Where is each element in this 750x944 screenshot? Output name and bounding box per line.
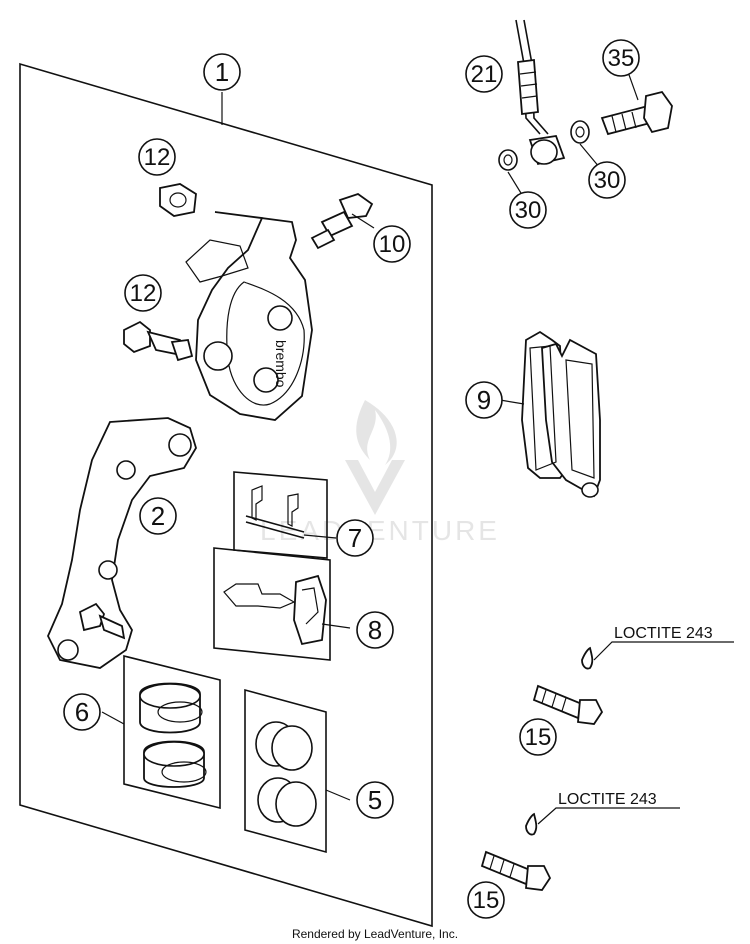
- bleed-screw: [310, 193, 375, 250]
- brake-caliper-kit-outline: [19, 62, 433, 928]
- callout-7: 7: [336, 519, 374, 557]
- caliper-brand-text: brembo: [273, 340, 289, 388]
- brake-caliper: brembo: [185, 211, 313, 421]
- callout-5: 5: [356, 781, 394, 819]
- svg-text:21: 21: [471, 61, 498, 88]
- svg-text:12: 12: [130, 280, 157, 307]
- svg-text:1: 1: [215, 57, 229, 87]
- seal-kit: [244, 688, 351, 854]
- svg-text:12: 12: [144, 144, 171, 171]
- svg-text:30: 30: [515, 197, 542, 224]
- callout-30-right: 30: [588, 161, 626, 199]
- svg-text:2: 2: [151, 501, 165, 531]
- callout-30-left: 30: [509, 191, 547, 229]
- brake-pads: [499, 330, 601, 498]
- svg-text:30: 30: [594, 167, 621, 194]
- callout-10: 10: [373, 225, 411, 263]
- callout-9: 9: [465, 381, 503, 419]
- svg-text:6: 6: [75, 697, 89, 727]
- caliper-bracket: [47, 417, 197, 669]
- loctite-label-lower: LOCTITE 243: [558, 791, 657, 808]
- mounting-bolt-upper: [532, 641, 734, 725]
- callout-8: 8: [356, 611, 394, 649]
- svg-text:15: 15: [473, 887, 500, 914]
- callout-15-upper: 15: [519, 718, 557, 756]
- mounting-bolt-lower: [480, 807, 680, 891]
- piston-kit: [101, 654, 221, 810]
- svg-text:7: 7: [348, 523, 362, 553]
- callout-15-lower: 15: [467, 881, 505, 919]
- callout-6: 6: [63, 693, 101, 731]
- svg-text:15: 15: [525, 724, 552, 751]
- svg-text:35: 35: [608, 45, 635, 72]
- callout-2: 2: [139, 497, 177, 535]
- svg-text:10: 10: [379, 231, 406, 258]
- loctite-label-upper: LOCTITE 243: [614, 625, 713, 642]
- watermark: LEADVENTURE: [260, 400, 497, 546]
- svg-text:8: 8: [368, 615, 382, 645]
- pin-bolt: [123, 320, 194, 362]
- footer-credit: Rendered by LeadVenture, Inc.: [292, 927, 458, 941]
- brake-line-assembly: [498, 19, 673, 199]
- callout-1: 1: [203, 53, 241, 91]
- callout-12-upper: 12: [138, 138, 176, 176]
- pad-spring-kit: [213, 547, 351, 661]
- callout-21: 21: [465, 55, 503, 93]
- plug-nut-upper: [159, 183, 197, 217]
- pin-clip-kit: [233, 471, 337, 559]
- svg-text:9: 9: [477, 385, 491, 415]
- svg-text:5: 5: [368, 785, 382, 815]
- callout-35: 35: [602, 39, 640, 77]
- callout-12-lower: 12: [124, 274, 162, 312]
